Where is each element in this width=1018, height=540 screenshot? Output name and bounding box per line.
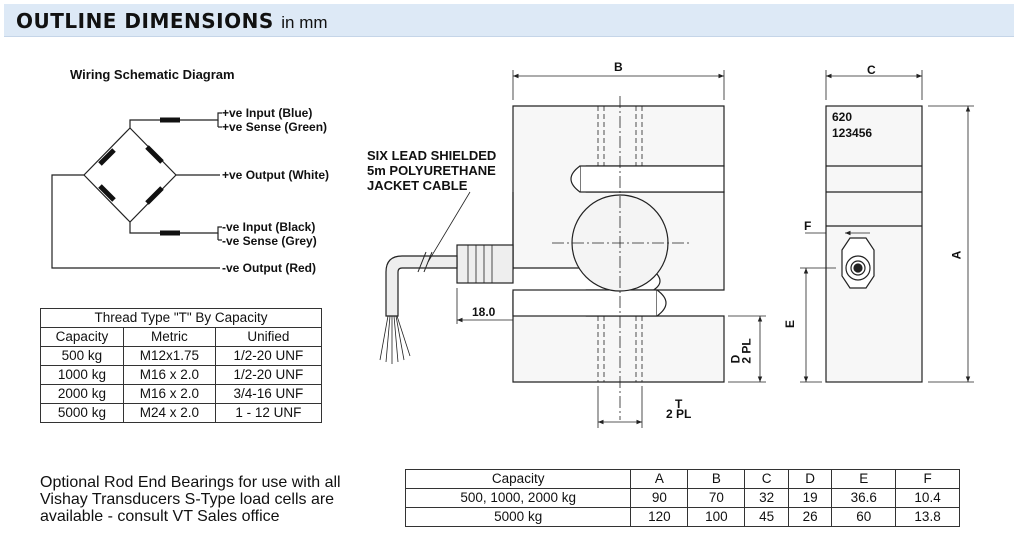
dims-header-d: D (787, 469, 833, 489)
cable-label-line2: 5m POLYURETHANE (367, 163, 496, 178)
thread-header-metric: Metric (122, 327, 216, 347)
dim-label-a: A (949, 250, 964, 260)
lead-label-minus-sense: -ve Sense (Grey) (222, 234, 317, 248)
dims-header-b: B (687, 469, 746, 489)
table-cell: 1000 kg (40, 365, 124, 385)
dims-header-f: F (895, 469, 960, 489)
table-cell: M12x1.75 (122, 346, 216, 366)
dims-header-c: C (744, 469, 789, 489)
dim-label-d-pl: 2 PL (739, 338, 754, 364)
table-cell: 13.8 (895, 507, 960, 527)
dim-label-b: B (614, 60, 623, 74)
dims-header-capacity: Capacity (404, 469, 632, 489)
thread-table-caption: Thread Type "T" By Capacity (40, 308, 322, 328)
front-view (379, 96, 725, 420)
table-row: 1000 kg M16 x 2.0 1/2-20 UNF (40, 365, 323, 385)
dims-header-e: E (831, 469, 897, 489)
cable-leader (427, 191, 471, 263)
table-cell: 32 (744, 488, 789, 508)
cable-label-line1: SIX LEAD SHIELDED (367, 148, 497, 163)
bridge-diamond (83, 127, 177, 223)
cable (385, 255, 458, 317)
table-cell: 2000 kg (40, 384, 124, 404)
lead-label-minus-output: -ve Output (Red) (222, 261, 316, 275)
lead-label-plus-input: +ve Input (Blue) (222, 106, 313, 120)
plate-line-1: 620 (832, 110, 853, 124)
wiring-title: Wiring Schematic Diagram (70, 67, 235, 82)
rod-end-note: Optional Rod End Bearings for use with a… (40, 474, 341, 525)
table-cell: 120 (630, 507, 689, 527)
table-row: 5000 kg M24 x 2.0 1 - 12 UNF (40, 403, 323, 423)
table-cell: 45 (744, 507, 789, 527)
resistor-2 (145, 145, 164, 164)
table-cell: 5000 kg (40, 403, 124, 423)
wiring-schematic (51, 112, 222, 269)
table-cell: 90 (630, 488, 689, 508)
dim-label-t: T (675, 397, 683, 411)
table-cell: 1 - 12 UNF (214, 403, 323, 423)
resistor-4 (145, 186, 164, 205)
lead-label-plus-sense: +ve Sense (Green) (222, 120, 328, 134)
wire-minus-output (51, 174, 220, 269)
table-row: 500, 1000, 2000 kg 90 70 32 19 36.6 10.4 (404, 488, 960, 508)
table-row: 500 kg M12x1.75 1/2-20 UNF (40, 346, 323, 366)
page-header: OUTLINE DIMENSIONS in mm (4, 4, 1014, 37)
cable-gland (456, 244, 514, 284)
lead-label-minus-input: -ve Input (Black) (222, 220, 316, 234)
thread-header-unified: Unified (214, 327, 323, 347)
table-cell: 70 (687, 488, 746, 508)
dim-label-f: F (804, 219, 812, 233)
dim-label-e: E (783, 319, 798, 329)
thread-type-table: Thread Type "T" By Capacity Capacity Met… (40, 308, 323, 423)
page-title: OUTLINE DIMENSIONS in mm (16, 9, 328, 33)
title-unit: in mm (281, 13, 328, 32)
resistor-3 (98, 184, 116, 202)
resistor-1 (98, 148, 116, 166)
table-cell: 36.6 (831, 488, 897, 508)
dims-header-a: A (630, 469, 689, 489)
table-cell: 500, 1000, 2000 kg (404, 488, 632, 508)
table-cell: 5000 kg (404, 507, 632, 527)
title-text: OUTLINE DIMENSIONS (16, 9, 274, 33)
table-row: 5000 kg 120 100 45 26 60 13.8 (404, 507, 960, 527)
dim-label-t-pl: 2 PL (666, 407, 692, 421)
side-body (825, 105, 923, 383)
table-cell: M16 x 2.0 (122, 365, 216, 385)
table-cell: 500 kg (40, 346, 124, 366)
slot-top (579, 165, 725, 193)
dim-label-c: C (867, 63, 876, 77)
slot-bottom (512, 289, 658, 317)
table-cell: 1/2-20 UNF (214, 346, 323, 366)
thread-header-capacity: Capacity (40, 327, 124, 347)
cable-label-line3: JACKET CABLE (367, 178, 468, 193)
table-cell: 3/4-16 UNF (214, 384, 323, 404)
dim-label-18: 18.0 (472, 305, 496, 319)
table-cell: M24 x 2.0 (122, 403, 216, 423)
table-cell: 26 (787, 507, 833, 527)
table-cell: 100 (687, 507, 746, 527)
table-cell: 60 (831, 507, 897, 527)
dimensions-table: Capacity A B C D E F 500, 1000, 2000 kg … (404, 469, 960, 527)
table-cell: 10.4 (895, 488, 960, 508)
plate-line-2: 123456 (832, 126, 873, 140)
table-cell: 19 (787, 488, 833, 508)
table-row: 2000 kg M16 x 2.0 3/4-16 UNF (40, 384, 323, 404)
table-cell: M16 x 2.0 (122, 384, 216, 404)
lead-label-plus-output: +ve Output (White) (222, 168, 329, 182)
side-view (825, 105, 923, 383)
table-cell: 1/2-20 UNF (214, 365, 323, 385)
